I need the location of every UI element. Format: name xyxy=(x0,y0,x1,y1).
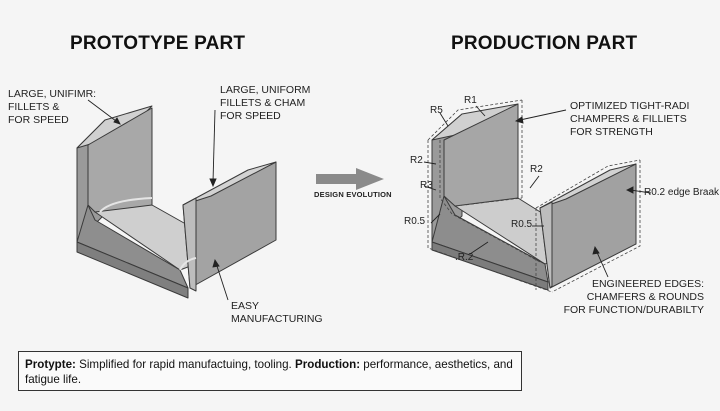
design-evolution-arrow xyxy=(316,168,384,190)
dim-r5: R5 xyxy=(430,105,443,116)
dim-r2-inner: .R.2 xyxy=(455,252,474,263)
prototype-manufacturing-callout: EASY MANUFACTURING xyxy=(231,300,323,326)
callout-line: ENGINEERED EDGES: xyxy=(591,278,704,290)
callout-line: FOR SPEED xyxy=(8,114,69,126)
production-edges-callout: ENGINEERED EDGES: CHAMFERS & ROUNDS FOR … xyxy=(562,278,704,317)
caption-box: Protypte: Simplified for rapid manufactu… xyxy=(18,351,522,391)
dim-r05-right: R0.5 xyxy=(511,219,533,230)
dim-r05-left: R0.5 xyxy=(404,216,426,227)
callout-line: LARGE, UNIFIMR: xyxy=(8,88,97,100)
prototype-fillet-callout: LARGE, UNIFIMR: FILLETS & FOR SPEED xyxy=(8,88,96,127)
callout-line: CHAMFERS & ROUNDS xyxy=(586,291,704,303)
callout-line: EASY xyxy=(231,300,260,312)
prototype-title: PROTOTYPE PART xyxy=(70,33,246,54)
caption-label-production: Production: xyxy=(295,358,361,371)
callout-line: FOR FUNCTION/DURABILTY xyxy=(563,304,704,316)
production-title: PRODUCTION PART xyxy=(451,33,638,54)
dim-r2-right: R2 xyxy=(530,164,543,175)
caption-label-prototype: Protypte: xyxy=(25,358,76,371)
callout-line: FOR STRENGTH xyxy=(570,126,653,138)
callout-line: FOR SPEED xyxy=(220,110,281,122)
callout-line: MANUFACTURING xyxy=(231,313,323,325)
caption-text-prototype: Simplified for rapid manufactuing, tooli… xyxy=(75,358,296,371)
design-evolution-label: DESIGN EVOLUTION xyxy=(314,190,392,199)
prototype-chamfer-callout: LARGE, UNIFORM FILLETS & CHAM FOR SPEED xyxy=(220,84,310,123)
caption-text-production: performance, aesthetics, and fatigue lif… xyxy=(25,358,513,386)
callout-line: OPTIMIZED TIGHT-RADI xyxy=(570,100,690,112)
production-strength-callout: OPTIMIZED TIGHT-RADI CHAMPERS & FILLIETS… xyxy=(570,100,689,139)
dim-r2-left: R2 xyxy=(410,155,423,166)
dim-r1: R1 xyxy=(464,95,477,106)
callout-line: LARGE, UNIFORM xyxy=(220,84,311,96)
callout-line: CHAMPERS & FILLIETS xyxy=(570,113,687,125)
edge-break-callout: R0.2 edge Braak xyxy=(644,187,720,198)
callout-line: FILLETS & CHAM xyxy=(220,97,306,109)
prototype-leaders xyxy=(87,99,229,301)
callout-line: FILLETS & xyxy=(8,101,60,113)
prototype-part xyxy=(76,105,277,299)
production-part xyxy=(431,103,637,291)
production-leaders xyxy=(423,105,652,278)
dim-r3: R3 xyxy=(420,180,433,191)
